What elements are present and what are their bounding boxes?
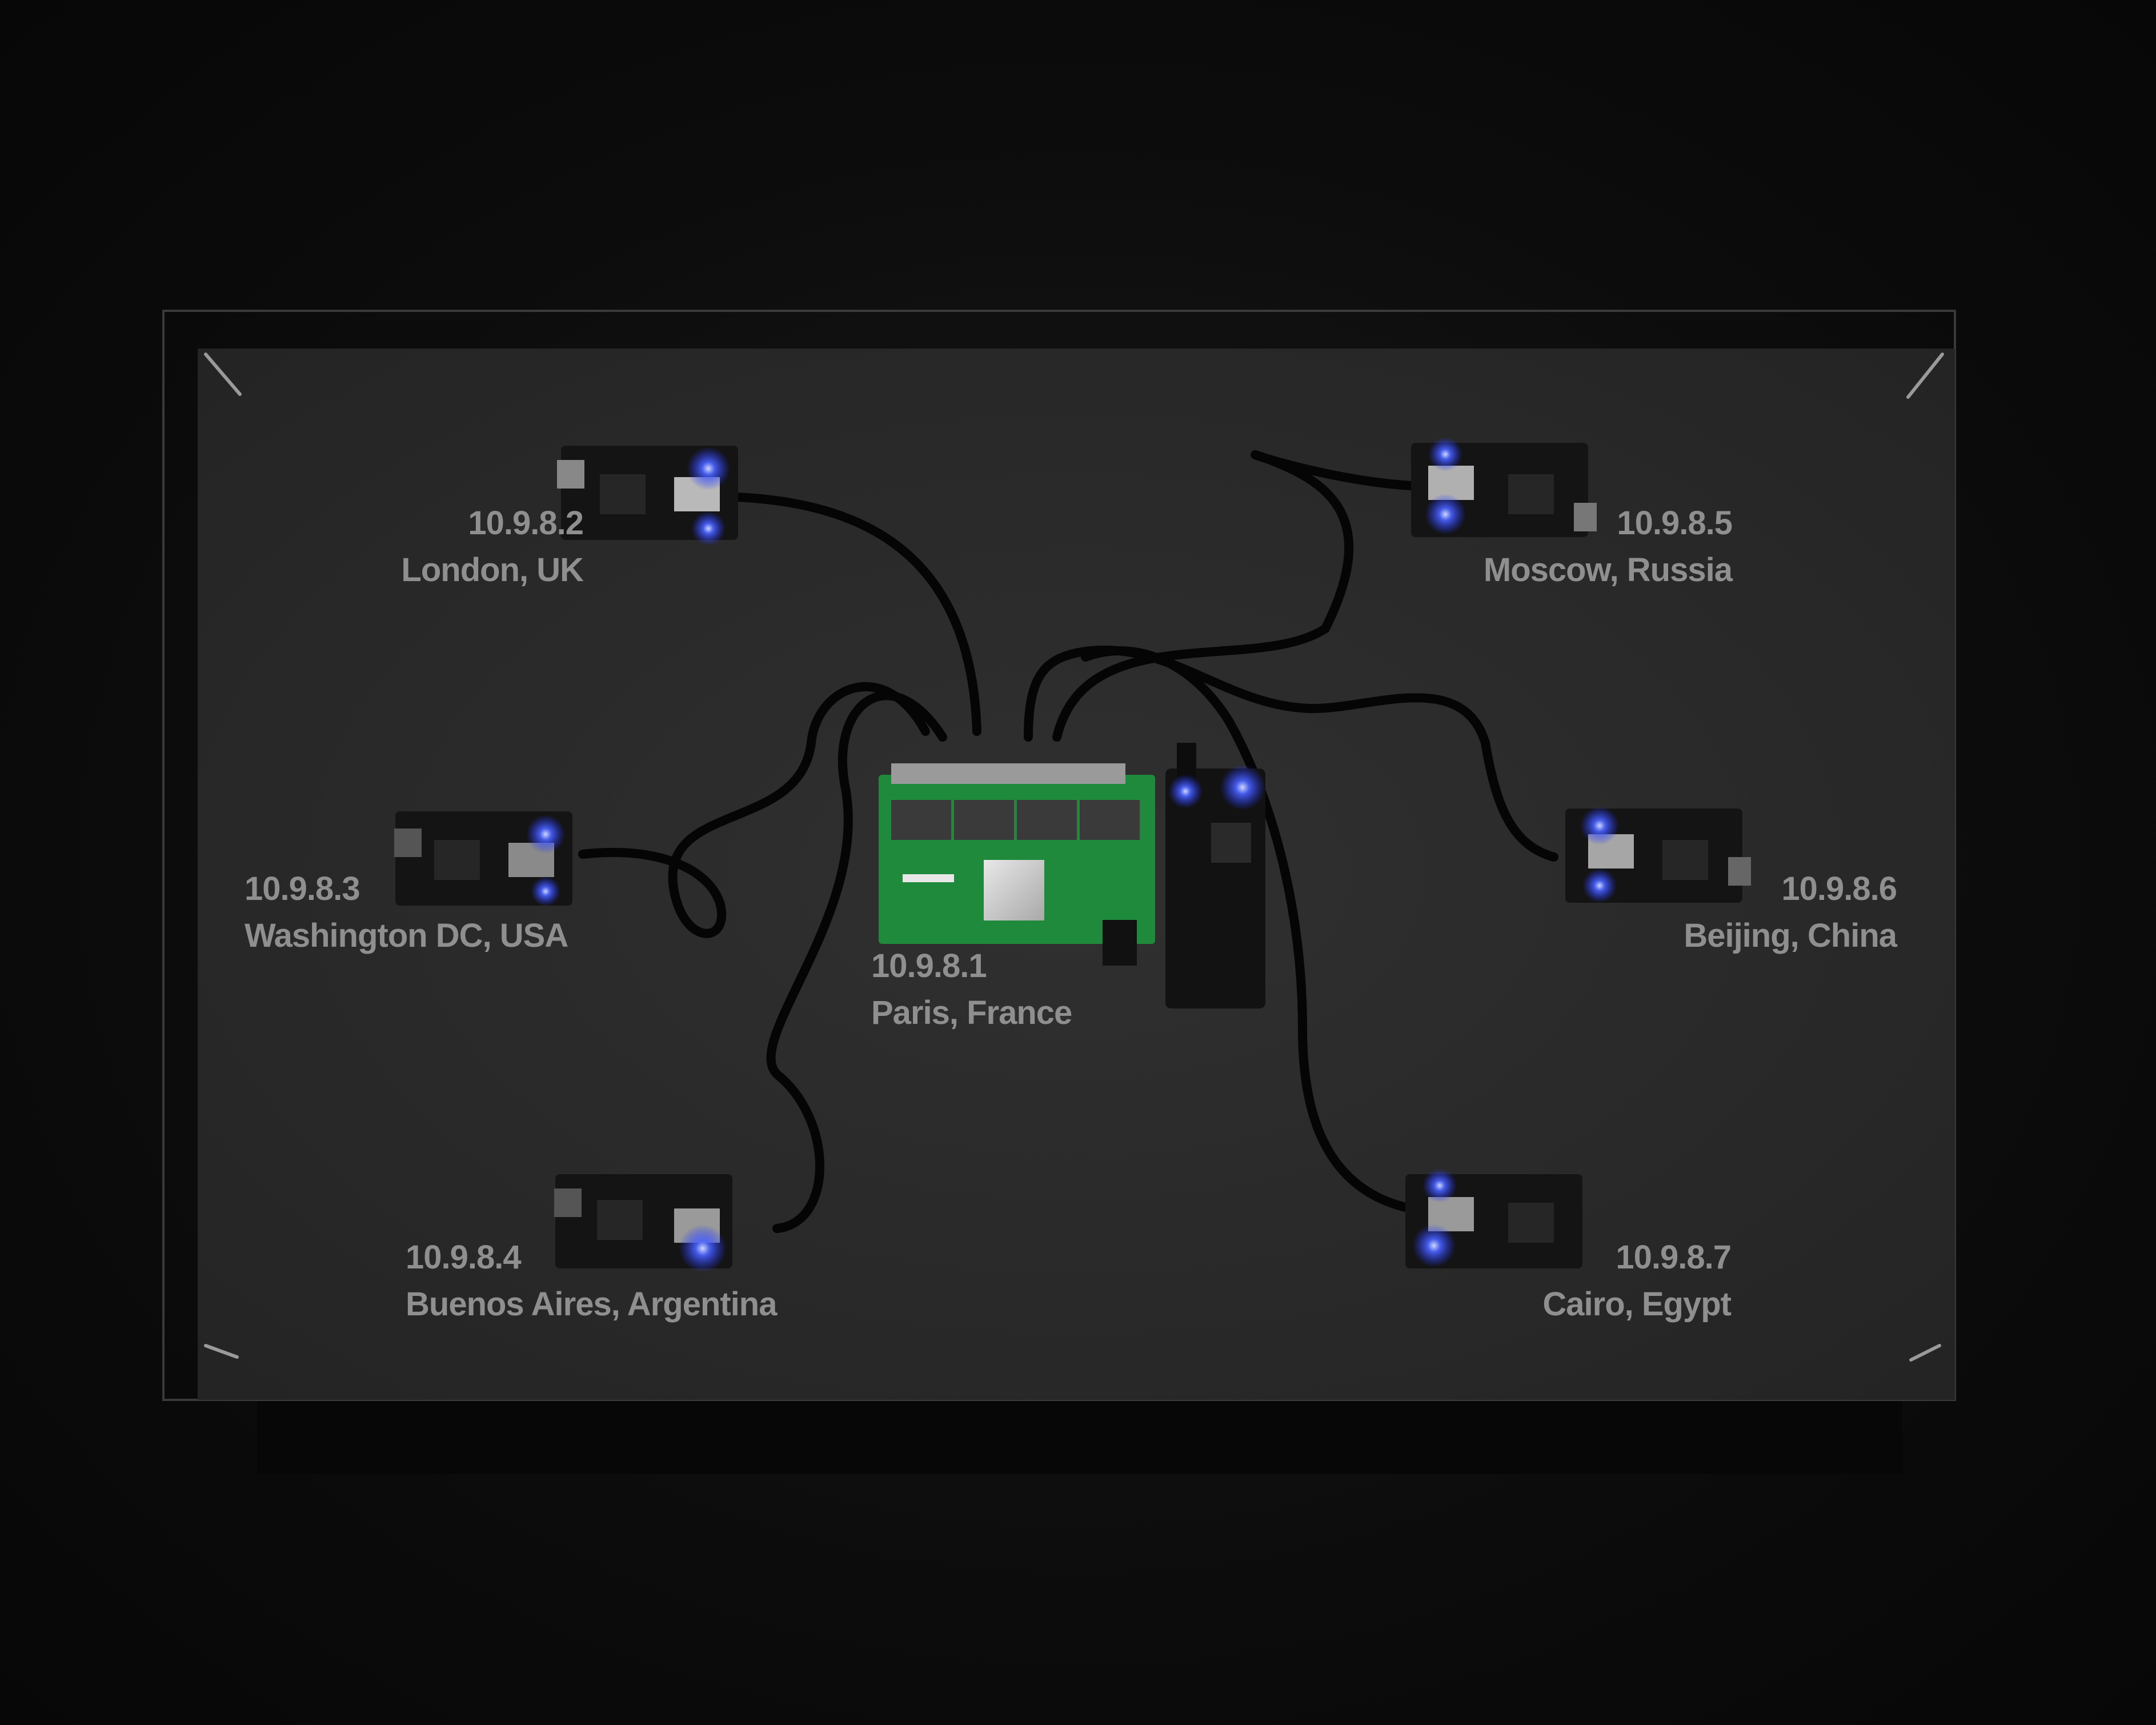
router-ip: 10.9.8.1 [871,947,987,984]
node-board-washington [394,811,572,906]
node-location: Cairo, Egypt [1542,1286,1732,1323]
node-board-london [557,446,738,546]
panel-shadow [257,1394,1902,1474]
mounting-screws [204,353,1944,1362]
node-label-moscow: 10.9.8.5 Moscow, Russia [1483,500,1733,594]
node-ip: 10.9.8.3 [245,870,360,907]
router-label: 10.9.8.1 Paris, France [871,943,1072,1036]
router-location: Paris, France [871,994,1072,1031]
node-label-cairo: 10.9.8.7 Cairo, Egypt [1542,1234,1732,1328]
node-ip: 10.9.8.6 [1781,870,1897,907]
ethernet-cables [578,450,1558,1233]
node-label-washington: 10.9.8.3 Washington DC, USA [245,866,568,959]
node-board-cairo [1405,1168,1582,1268]
node-label-beijing: 10.9.8.6 Beijing, China [1684,866,1897,959]
node-location: Moscow, Russia [1483,551,1733,589]
center-computer-board [1165,743,1265,1008]
node-label-london: 10.9.8.2 London, UK [401,500,584,594]
node-ip: 10.9.8.5 [1617,505,1733,542]
node-board-beijing [1565,806,1751,903]
node-location: Buenos Aires, Argentina [406,1286,777,1323]
node-board-moscow [1411,437,1597,537]
node-ip: 10.9.8.2 [468,505,584,542]
node-board-buenos-aires [554,1174,732,1272]
node-location: Washington DC, USA [245,917,568,954]
node-ip: 10.9.8.7 [1616,1239,1732,1276]
router-board [879,763,1155,966]
node-label-buenos-aires: 10.9.8.4 Buenos Aires, Argentina [406,1234,777,1328]
node-ip: 10.9.8.4 [406,1239,522,1276]
node-location: London, UK [401,551,584,589]
node-location: Beijing, China [1684,917,1897,954]
